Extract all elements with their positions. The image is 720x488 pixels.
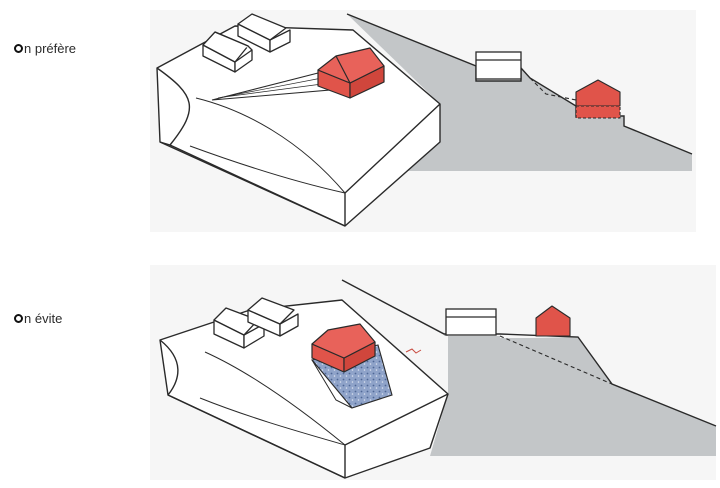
diagram-preferred [150,10,696,232]
white-block-bottom [446,309,496,335]
diagram-avoided [150,265,716,480]
white-block-top [476,52,521,79]
